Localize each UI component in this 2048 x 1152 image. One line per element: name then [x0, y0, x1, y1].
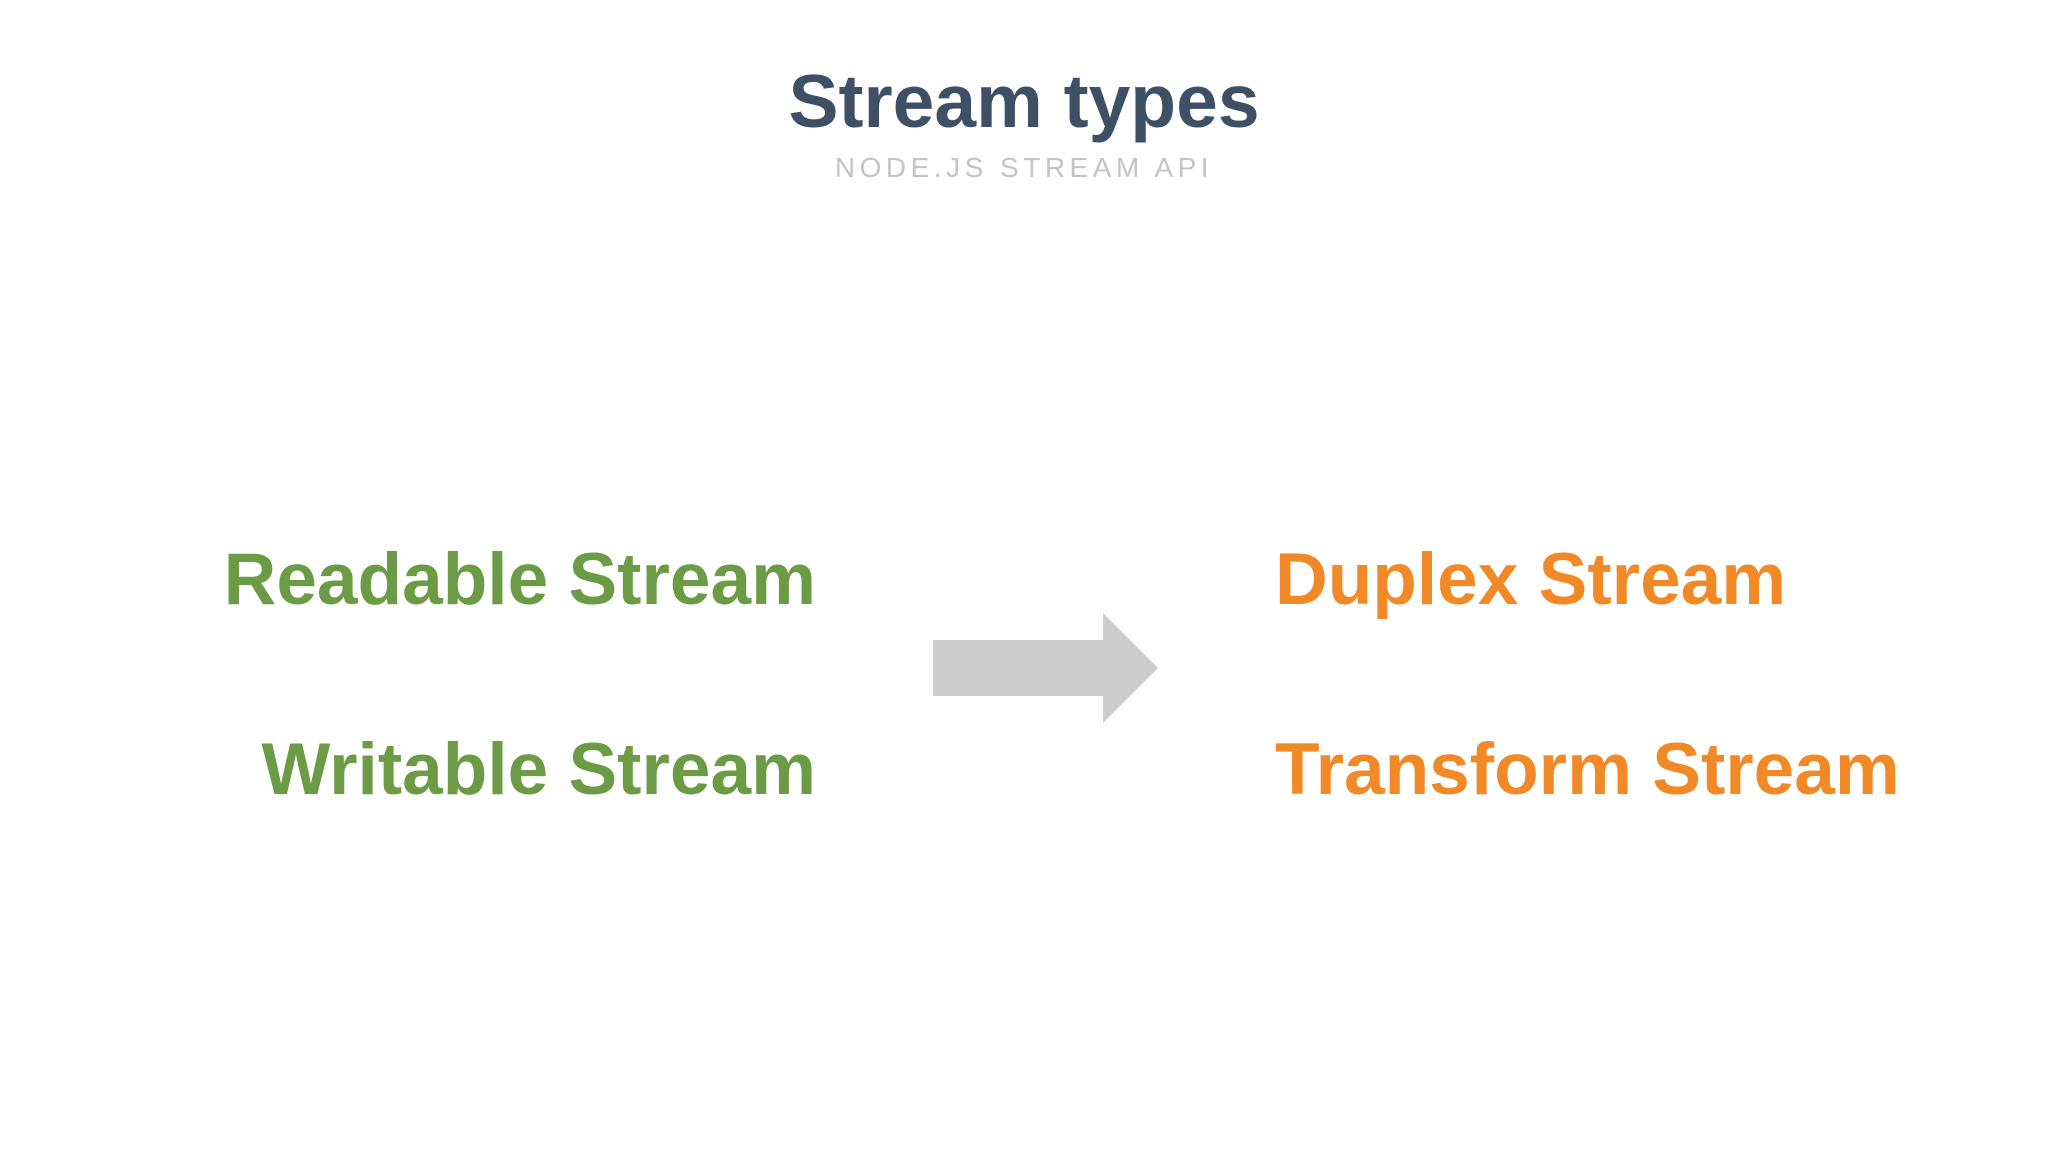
page-subtitle: NODE.JS STREAM API [834, 152, 1214, 183]
page-title: Stream types [788, 59, 1260, 143]
right-arrow-icon [931, 610, 1161, 726]
label-readable-stream: Readable Stream [223, 539, 816, 620]
label-transform-stream: Transform Stream [1275, 729, 1900, 810]
label-duplex-stream: Duplex Stream [1275, 539, 1787, 620]
label-writable-stream: Writable Stream [261, 729, 816, 810]
